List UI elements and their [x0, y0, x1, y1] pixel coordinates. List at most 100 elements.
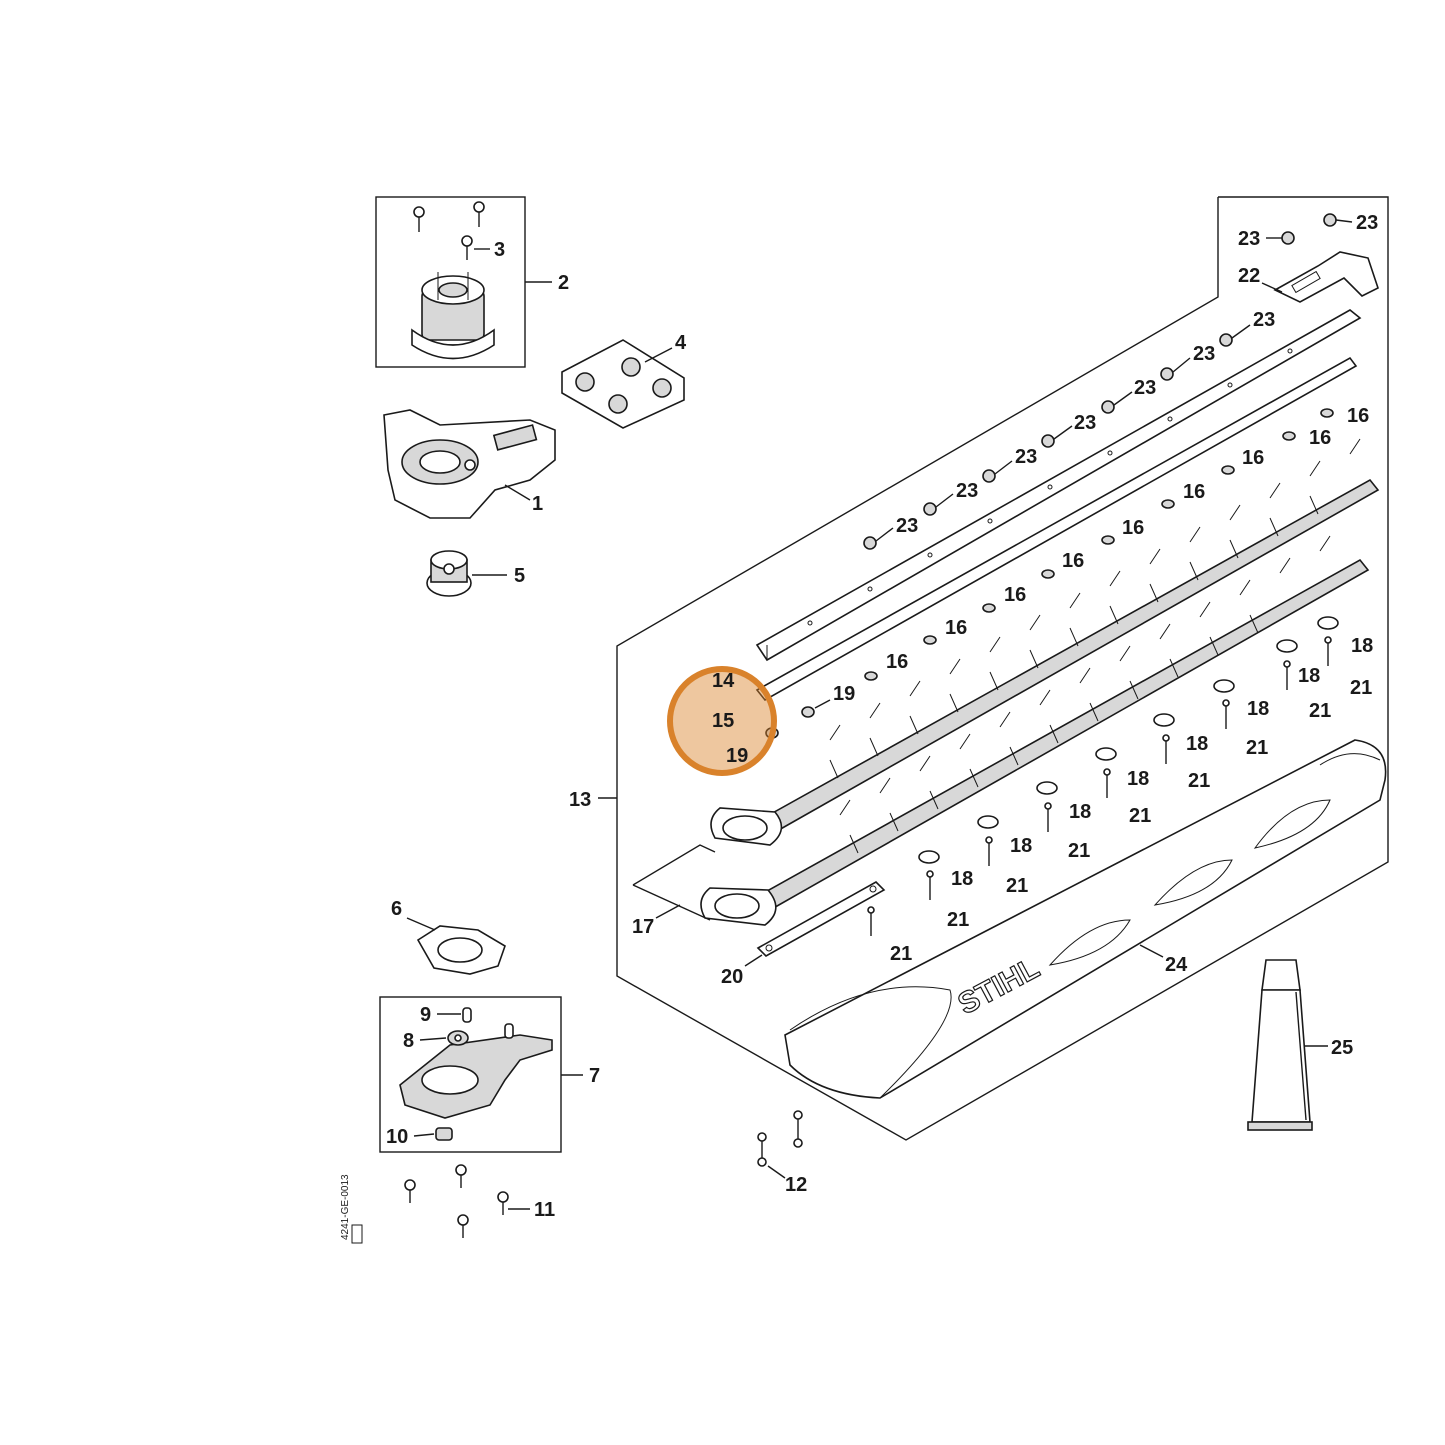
- callout-3: 3: [494, 239, 505, 261]
- callout-1: 1: [532, 493, 543, 515]
- callout-16: 16: [1309, 427, 1331, 449]
- end-cap-icon: [1273, 251, 1379, 303]
- guide-rail-icon: [755, 309, 1362, 662]
- callout-18: 18: [1010, 835, 1032, 857]
- screw-icon: [461, 235, 473, 260]
- callout-21: 21: [1129, 805, 1151, 827]
- callout-12: 12: [785, 1174, 807, 1196]
- callout-labels: 1 2 3 4 5 6 7 8 9 10 11 12 13 14 15 19 1…: [386, 212, 1378, 1221]
- screw-icon: [455, 1164, 467, 1188]
- callout-23: 23: [1134, 377, 1156, 399]
- leader-17-sheet: [632, 844, 716, 886]
- cover-plate-icon: [399, 1034, 553, 1119]
- leader-6: [406, 917, 436, 931]
- callout-15: 15: [712, 710, 734, 732]
- callout-18: 18: [1069, 801, 1091, 823]
- callout-21: 21: [1246, 737, 1268, 759]
- screw-icon: [793, 1110, 803, 1148]
- callout-23: 23: [896, 515, 918, 537]
- callout-13: 13: [569, 789, 591, 811]
- callout-16: 16: [1004, 584, 1026, 606]
- guide-rail-icon: [755, 356, 1358, 702]
- nut-icons: [863, 213, 1337, 550]
- drawing-code: 4241-GE-0013: [340, 1174, 351, 1240]
- leader-19: [814, 699, 831, 709]
- bushing-icon: [435, 1127, 453, 1141]
- rail-holes: [807, 348, 1293, 626]
- callout-21: 21: [1309, 700, 1331, 722]
- callout-18: 18: [1186, 733, 1208, 755]
- screw-icon: [473, 201, 485, 227]
- gear-housing-icon: [383, 409, 556, 519]
- callout-23: 23: [1356, 212, 1378, 234]
- callout-21: 21: [1350, 677, 1372, 699]
- plate-icon: [756, 881, 886, 957]
- screw-icons-21: [867, 636, 1332, 936]
- blade-guard-icon: STIHL: [784, 739, 1387, 1099]
- callout-11: 11: [534, 1199, 555, 1221]
- leader-10: [413, 1133, 435, 1137]
- screw-icon: [757, 1132, 767, 1167]
- callout-8: 8: [403, 1030, 414, 1052]
- callout-18: 18: [1247, 698, 1269, 720]
- leaders-23: [875, 219, 1353, 542]
- callout-23: 23: [1074, 412, 1096, 434]
- gasket-icon: [416, 925, 506, 975]
- callout-20: 20: [721, 966, 743, 988]
- callout-23: 23: [956, 480, 978, 502]
- motor-icon: [411, 272, 495, 360]
- callout-18: 18: [1351, 635, 1373, 657]
- screw-icon: [404, 1179, 416, 1203]
- leader-24: [1139, 944, 1164, 958]
- washer-icons-16: [864, 408, 1334, 681]
- callout-23: 23: [1238, 228, 1260, 250]
- callout-24: 24: [1165, 954, 1188, 976]
- damper-plate-icon: [561, 339, 685, 429]
- leader-8: [419, 1037, 447, 1041]
- callout-21: 21: [1006, 875, 1028, 897]
- callout-16: 16: [1122, 517, 1144, 539]
- callout-16: 16: [886, 651, 908, 673]
- lower-blade-teeth: [839, 535, 1331, 854]
- callout-18: 18: [951, 868, 973, 890]
- callout-16: 16: [945, 617, 967, 639]
- group-box-13: [616, 196, 1389, 1141]
- callout-17: 17: [632, 916, 654, 938]
- drawing-code-box: [351, 1224, 363, 1244]
- callout-5: 5: [514, 565, 525, 587]
- callout-22: 22: [1238, 265, 1260, 287]
- callout-2: 2: [558, 272, 569, 294]
- washer-icons-18: [918, 616, 1339, 864]
- grease-tube-icon: [1247, 959, 1313, 1131]
- callout-18: 18: [1298, 665, 1320, 687]
- leader-1: [504, 484, 531, 501]
- callout-16: 16: [1062, 550, 1084, 572]
- leader-12: [767, 1165, 786, 1179]
- leader-22: [1261, 282, 1283, 293]
- callout-21: 21: [890, 943, 912, 965]
- callout-23: 23: [1193, 343, 1215, 365]
- callout-10: 10: [386, 1126, 408, 1148]
- highlight-marker: [667, 666, 777, 776]
- callout-6: 6: [391, 898, 402, 920]
- screw-icon: [497, 1191, 509, 1215]
- callout-23: 23: [1015, 446, 1037, 468]
- pin-icon: [504, 1023, 514, 1039]
- callout-21: 21: [1188, 770, 1210, 792]
- upper-blade-icon: [710, 478, 1380, 846]
- motor-part: [411, 201, 495, 360]
- callout-4: 4: [675, 332, 687, 354]
- leader-20: [744, 954, 763, 967]
- callout-21: 21: [1068, 840, 1090, 862]
- leader-17: [655, 904, 681, 919]
- upper-blade-teeth: [829, 438, 1361, 779]
- lower-blade-icon: [700, 558, 1370, 926]
- leader-4: [644, 347, 673, 363]
- callout-14: 14: [712, 670, 735, 692]
- callout-18: 18: [1127, 768, 1149, 790]
- callout-21: 21: [947, 909, 969, 931]
- callout-16: 16: [1347, 405, 1369, 427]
- pin-icon: [462, 1007, 472, 1023]
- sheet-edge: [632, 884, 711, 921]
